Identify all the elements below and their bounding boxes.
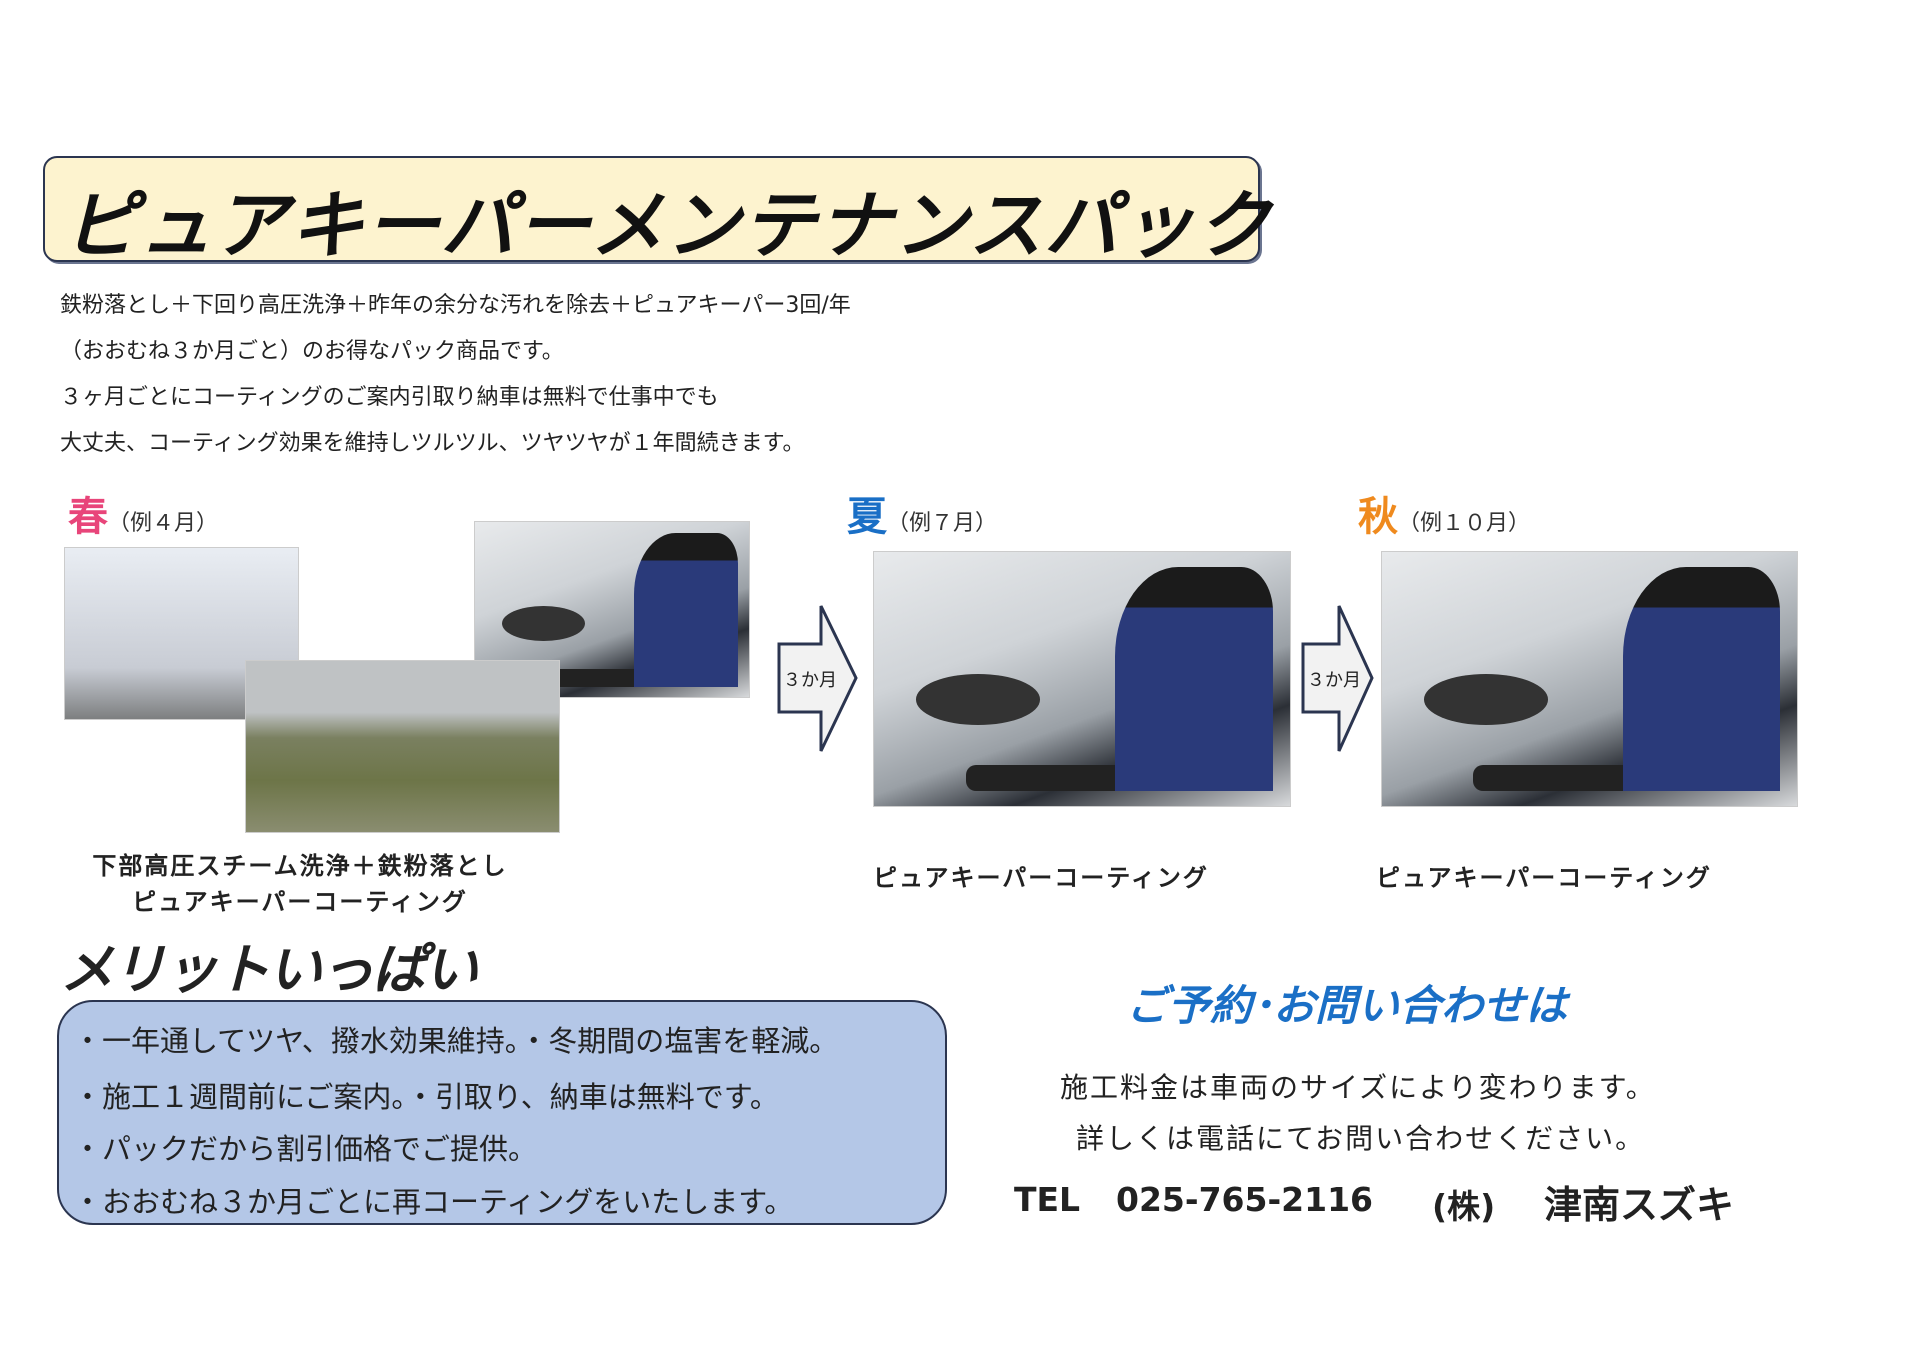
caption-spring-2: ピュアキーパーコーティング <box>132 888 468 916</box>
intro-line: （おおむね３か月ごと）のお得なパック商品です。 <box>60 339 564 364</box>
merit-item: ・パックだから割引価格でご提供。 <box>73 1132 538 1166</box>
merit-box: ・一年通してツヤ、撥水効果維持。・冬期間の塩害を軽減。 ・施工１週間前にご案内。… <box>57 1000 947 1225</box>
merit-item: ・施工１週間前にご案内。・引取り、納車は無料です。 <box>73 1080 779 1114</box>
caption-summer: ピュアキーパーコーティング <box>873 864 1209 892</box>
season-autumn: 秋（例１０月） <box>1358 484 1530 542</box>
photo-coating <box>1381 551 1798 807</box>
tel-label: TEL <box>1014 1180 1081 1219</box>
intro-line: 大丈夫、コーティング効果を維持しツルツル、ツヤツヤが１年間続きます。 <box>60 431 805 456</box>
arrow-label: ３か月 <box>783 669 837 691</box>
caption-autumn: ピュアキーパーコーティング <box>1376 864 1712 892</box>
arrow-label: ３か月 <box>1307 669 1361 691</box>
contact-line: 施工料金は車両のサイズにより変わります。 <box>1060 1071 1656 1104</box>
page-title: ピュアキーパーメンテナンスパック <box>63 183 1273 269</box>
season-summer: 夏（例７月） <box>847 484 997 542</box>
merit-item: ・一年通してツヤ、撥水効果維持。・冬期間の塩害を軽減。 <box>73 1024 839 1058</box>
season-label: 春 <box>68 494 108 540</box>
arrow-right-icon: ３か月 <box>1301 604 1374 753</box>
season-example: （例７月） <box>887 511 998 536</box>
company-type: (株) <box>1432 1187 1496 1226</box>
intro-line: 鉄粉落とし＋下回り高圧洗浄＋昨年の余分な汚れを除去＋ピュアキーパー3回/年 <box>60 293 851 318</box>
season-example: （例４月） <box>108 511 219 536</box>
merit-item: ・おおむね３か月ごとに再コーティングをいたします。 <box>73 1185 794 1219</box>
caption-spring-1: 下部高圧スチーム洗浄＋鉄粉落とし <box>92 852 508 880</box>
phone-number[interactable]: 025-765-2116 <box>1116 1180 1374 1219</box>
contact-line: 詳しくは電話にてお問い合わせください。 <box>1076 1122 1646 1155</box>
contact-heading: ご予約･お問い合わせは <box>1126 981 1568 1030</box>
title-banner: ピュアキーパーメンテナンスパック <box>43 156 1270 269</box>
photo-underbody-wash <box>245 660 560 833</box>
arrow-right-icon: ３か月 <box>777 604 858 753</box>
season-label: 秋 <box>1358 494 1398 540</box>
season-spring: 春（例４月） <box>68 484 218 542</box>
season-example: （例１０月） <box>1398 511 1531 536</box>
photo-coating <box>873 551 1291 807</box>
merit-heading: メリットいっぱい <box>60 938 478 1001</box>
season-label: 夏 <box>847 494 887 540</box>
intro-line: ３ヶ月ごとにコーティングのご案内引取り納車は無料で仕事中でも <box>60 385 719 410</box>
company-name: 津南スズキ <box>1544 1183 1735 1227</box>
